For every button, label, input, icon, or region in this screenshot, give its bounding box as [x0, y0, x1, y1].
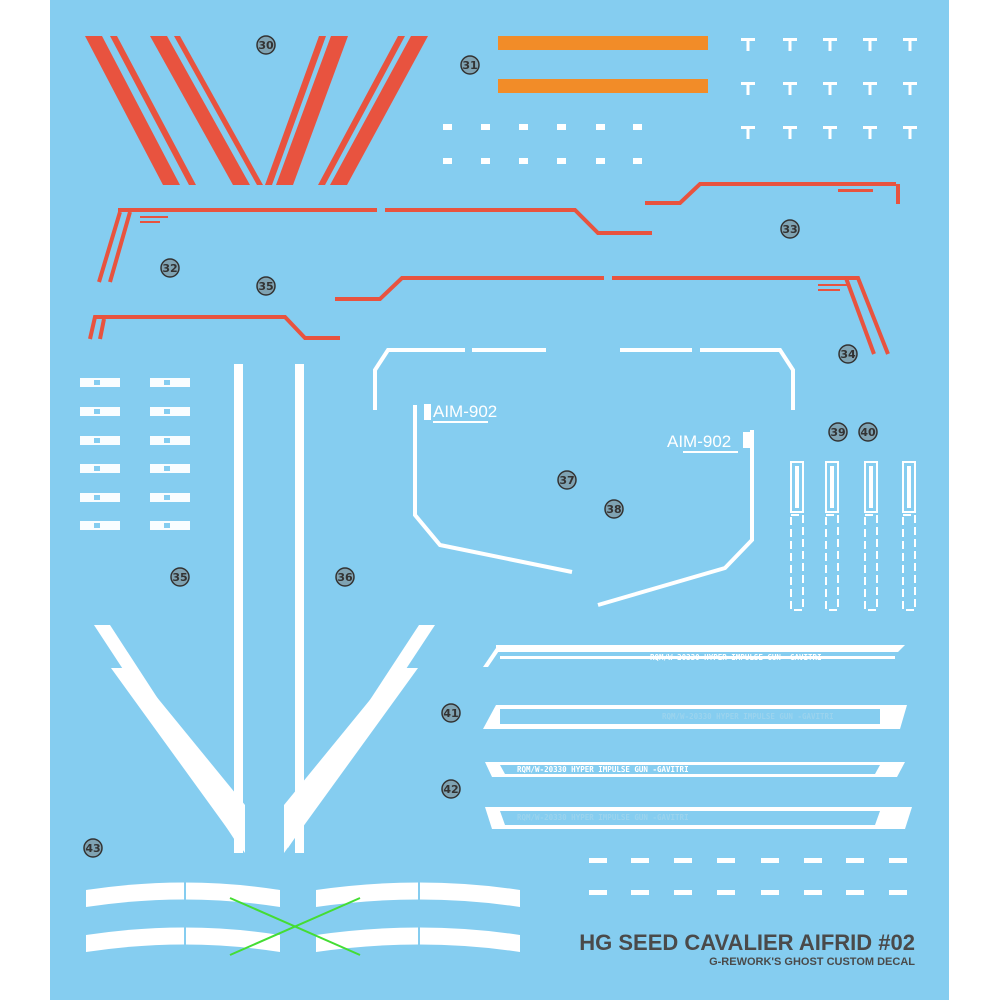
svg-text:42: 42 — [443, 783, 458, 796]
marker-36: 36 — [335, 567, 355, 587]
decal-small-marks-bottom — [589, 858, 907, 895]
marker-35b: 35 — [170, 567, 190, 587]
svg-text:32: 32 — [162, 262, 177, 275]
decal-39-40-vertical-strips — [790, 461, 916, 611]
svg-text:37: 37 — [559, 474, 574, 487]
decal-30-red-chevrons — [85, 36, 428, 185]
svg-text:36: 36 — [337, 571, 353, 584]
decal-34-red-line — [335, 276, 890, 355]
marker-41: 41 — [441, 703, 461, 723]
svg-text:40: 40 — [860, 426, 876, 439]
sheet-title: HG SEED CAVALIER AIFRID #02 — [579, 930, 915, 955]
marker-42: 42 — [441, 779, 461, 799]
decal-43-white-arcs — [86, 880, 520, 955]
decal-31-orange-stripes — [498, 36, 708, 93]
marker-30: 30 — [256, 35, 276, 55]
decal-logo-column — [80, 378, 190, 530]
decal-33-red-line — [645, 182, 900, 205]
marker-40: 40 — [858, 422, 878, 442]
marker-39: 39 — [828, 422, 848, 442]
svg-text:38: 38 — [606, 503, 621, 516]
svg-text:35: 35 — [172, 571, 187, 584]
decal-35-36-white-stripes — [94, 364, 435, 853]
svg-text:31: 31 — [462, 59, 477, 72]
gun-text-2: RQM/W-20330 HYPER IMPULSE GUN -GAVITRI — [662, 712, 834, 721]
gun-text-1: RQM/W-20330 HYPER IMPULSE GUN -GAVITRI — [650, 653, 822, 662]
svg-text:33: 33 — [782, 223, 797, 236]
aim-left-box — [424, 404, 431, 420]
marker-32: 32 — [160, 258, 180, 278]
decal-32-red-line — [97, 208, 652, 283]
sheet-subtitle: G-REWORK'S GHOST CUSTOM DECAL — [709, 956, 915, 968]
gun-text-4: RQM/W-20330 HYPER IMPULSE GUN -GAVITRI — [517, 813, 689, 822]
decal-41-gun-banner-2 — [483, 705, 907, 729]
decal-42-gun-banner-2 — [485, 807, 912, 829]
aim-label-left: AIM-902 — [433, 402, 497, 421]
decal-small-white-marks — [443, 124, 642, 164]
decal-number-markers: 30 31 32 33 34 35 35 36 37 38 39 40 41 42 43 — [83, 35, 878, 858]
marker-33: 33 — [780, 219, 800, 239]
marker-34: 34 — [838, 344, 858, 364]
marker-43: 43 — [83, 838, 103, 858]
marker-31: 31 — [460, 55, 480, 75]
aim-right-box — [743, 432, 750, 448]
svg-text:35: 35 — [258, 280, 273, 293]
green-cross-marker — [229, 897, 361, 956]
marker-35a: 35 — [256, 276, 276, 296]
marker-37: 37 — [557, 470, 577, 490]
svg-text:39: 39 — [830, 426, 845, 439]
svg-text:30: 30 — [258, 39, 274, 52]
aim-label-right: AIM-902 — [667, 432, 731, 451]
decal-35-red-line — [88, 315, 340, 340]
svg-text:34: 34 — [840, 348, 856, 361]
decal-42-gun-banner-1 — [485, 762, 905, 777]
svg-text:43: 43 — [85, 842, 100, 855]
sheet-background — [50, 0, 949, 1000]
decal-37-38-white-frame — [373, 348, 795, 607]
gun-text-3: RQM/W-20330 HYPER IMPULSE GUN -GAVITRI — [517, 765, 689, 774]
svg-text:41: 41 — [443, 707, 458, 720]
marker-38: 38 — [604, 499, 624, 519]
decal-t-marks-grid — [741, 38, 917, 139]
decal-41-gun-banner-1 — [483, 645, 905, 667]
